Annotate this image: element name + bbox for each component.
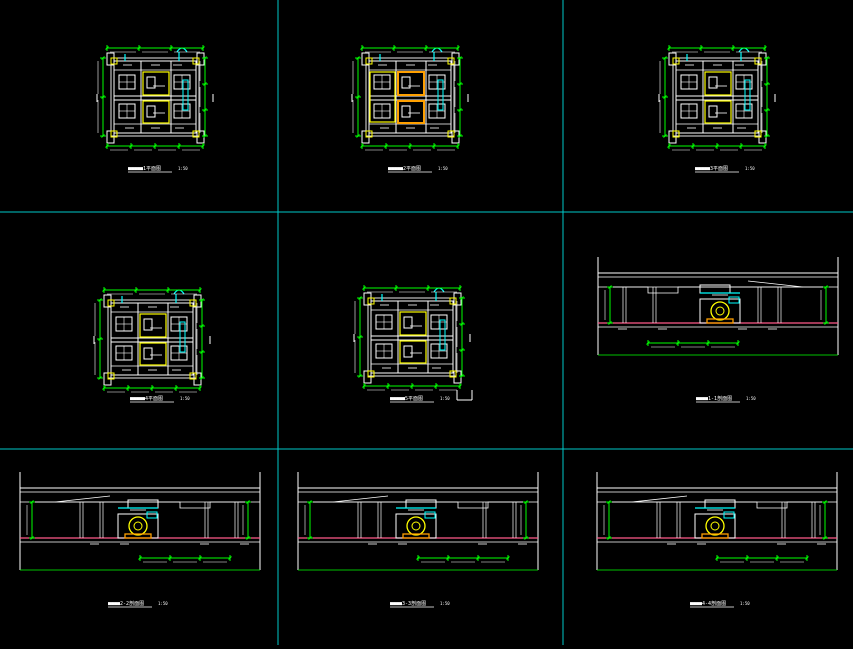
floor-plan-view	[658, 45, 776, 151]
drawing-scale: 1:50	[746, 396, 756, 401]
floor-plan-view	[93, 287, 211, 393]
drawing-panel-4: ■■■■■4平面图 1:50	[93, 287, 211, 403]
drawing-title: ■■■■■3平面图	[695, 166, 728, 172]
drawing-panel-6: ■■■■1-1剖面图 1:50	[597, 257, 839, 403]
drawing-scale: 1:50	[178, 166, 188, 171]
drawing-title: ■■■■■1平面图	[128, 166, 161, 172]
drawing-title: ■■■■■2平面图	[388, 166, 421, 172]
section-view	[19, 472, 261, 571]
floor-plan-view	[351, 45, 469, 151]
floor-plan-view	[96, 45, 214, 151]
drawing-scale: 1:50	[438, 166, 448, 171]
drawing-title: ■■■■3-3剖面图	[390, 600, 426, 607]
drawing-panel-1: ■■■■■1平面图 1:50	[96, 45, 214, 173]
drawing-scale: 1:50	[745, 166, 755, 171]
drawing-title: ■■■■1-1剖面图	[696, 395, 732, 402]
drawing-title: ■■■■2-2剖面图	[108, 600, 144, 607]
drawing-panel-7: ■■■■2-2剖面图 1:50	[19, 472, 261, 608]
drawing-panel-3: ■■■■■3平面图 1:50	[658, 45, 776, 173]
floor-plan-view	[353, 285, 473, 401]
drawing-scale: 1:50	[180, 396, 190, 401]
drawing-scale: 1:50	[158, 601, 168, 606]
drawing-title: ■■■■■5平面图	[390, 396, 423, 402]
drawing-panel-8: ■■■■3-3剖面图 1:50	[297, 472, 539, 608]
drawing-panel-9: ■■■■4-4剖面图 1:50	[596, 472, 838, 608]
section-view	[597, 257, 839, 356]
drawing-scale: 1:50	[440, 601, 450, 606]
section-view	[596, 472, 838, 571]
drawing-panel-2: ■■■■■2平面图 1:50	[351, 45, 469, 173]
drawing-title: ■■■■4-4剖面图	[690, 600, 726, 607]
drawing-title: ■■■■■4平面图	[130, 396, 163, 402]
drawing-scale: 1:50	[740, 601, 750, 606]
drawing-panel-5: ■■■■■5平面图 1:50	[353, 285, 473, 403]
drawing-scale: 1:50	[440, 396, 450, 401]
section-view	[297, 472, 539, 571]
